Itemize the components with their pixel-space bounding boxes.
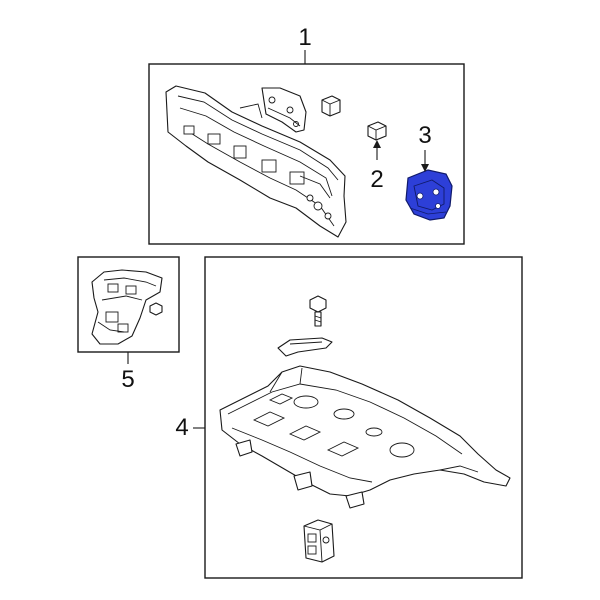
reinforcement-strip: [277, 337, 333, 357]
panel-bracket: [261, 87, 307, 133]
callout-3: 3: [418, 122, 432, 149]
arrow-3: [421, 164, 429, 172]
rear-panel-part: [165, 85, 347, 238]
arrow-2: [373, 140, 381, 148]
callout-4: 4: [175, 414, 189, 441]
bolt-part: [309, 295, 327, 327]
small-nut: [149, 302, 163, 316]
clip-part: [321, 95, 341, 117]
nut-part-2: [367, 121, 387, 141]
lower-clip-bracket: [303, 519, 335, 563]
group-box-1: [148, 63, 465, 245]
callout-1: 1: [298, 24, 312, 51]
package-tray-part-4: [219, 365, 511, 509]
group-box-4: [204, 256, 523, 579]
highlighted-bracket-part-3: [405, 169, 453, 221]
callout-2: 2: [370, 166, 384, 193]
support-bracket-part-5: [91, 269, 163, 345]
callout-5: 5: [121, 366, 135, 393]
